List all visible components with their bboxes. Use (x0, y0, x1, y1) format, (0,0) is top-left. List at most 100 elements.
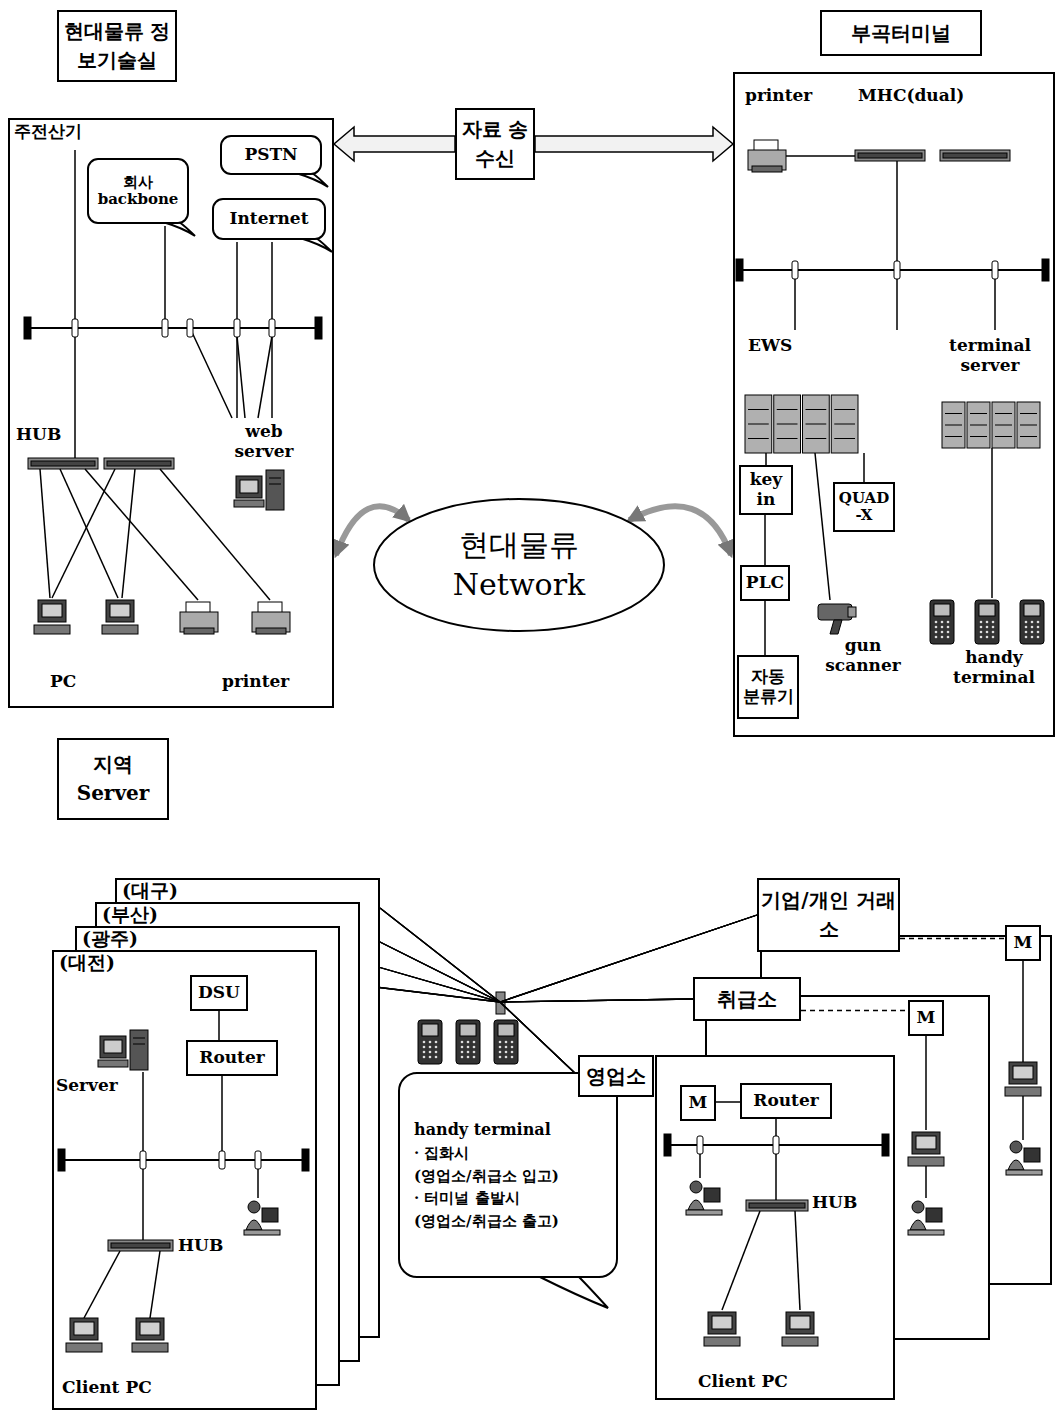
hub-icon (111, 1243, 170, 1248)
handy-terminal-icon (494, 1020, 518, 1064)
wire (1020, 436, 1037, 437)
label-text: Router (753, 1091, 818, 1111)
person-icon (1006, 1170, 1042, 1175)
label-text: MHC(dual) (858, 86, 964, 106)
person-icon (262, 1208, 278, 1222)
key-dot (511, 1056, 514, 1059)
handy-terminal-icon (934, 604, 950, 616)
callout-tail (538, 1276, 608, 1308)
region-card: (대전)ServerHUBClient PCDSURouter (52, 950, 317, 1410)
network-line (380, 908, 693, 1002)
bus-terminator (882, 1134, 889, 1156)
bus-tap (234, 319, 240, 337)
wire (777, 424, 798, 425)
wire (925, 1166, 927, 1198)
modem-box: M (908, 1000, 944, 1036)
key-dot (1037, 631, 1040, 634)
hub-icon (746, 1200, 808, 1211)
hub-icon (104, 458, 174, 469)
callout-tail (163, 222, 195, 236)
key-dot (980, 631, 983, 634)
key-dot (947, 631, 950, 634)
key-dot (935, 621, 938, 624)
bus-terminator (664, 1134, 671, 1156)
printer-icon (752, 166, 782, 172)
hub-icon (108, 1240, 173, 1251)
person-icon (244, 1230, 280, 1235)
server-icon (234, 500, 264, 507)
label-text: Client PC (698, 1372, 788, 1392)
wire (995, 425, 1012, 426)
site-card: 영업소HUBClient PCMRouter (655, 1055, 895, 1400)
wire (834, 438, 855, 439)
wire (995, 436, 1012, 437)
pc-icon (908, 1157, 944, 1166)
label-text: Internet (230, 209, 309, 229)
pc-icon (708, 1312, 736, 1334)
handy-terminal-icon (460, 1024, 476, 1036)
key-dot (499, 1041, 502, 1044)
key-dot (423, 1046, 426, 1049)
wire (748, 424, 769, 425)
key-dot (986, 636, 989, 639)
key-dot (980, 626, 983, 629)
label-text: handy terminal (938, 648, 1050, 687)
panel: printerMHC(dual)EWSterminal servergun sc… (733, 72, 1055, 737)
key-dot (980, 621, 983, 624)
connector (765, 515, 766, 565)
person-icon (908, 1230, 944, 1235)
rack-icon (745, 395, 772, 453)
person-icon (1024, 1148, 1040, 1162)
device-box: key in (739, 465, 793, 515)
wire (970, 436, 987, 437)
key-dot (473, 1056, 476, 1059)
key-dot (435, 1056, 438, 1059)
heading-box: 부곡터미널 (820, 10, 982, 56)
device-box: PLC (740, 565, 790, 601)
key-dot (941, 631, 944, 634)
key-dot (986, 626, 989, 629)
bus-tap (792, 261, 798, 279)
key-dot (505, 1051, 508, 1054)
key-dot (467, 1056, 470, 1059)
key-dot (992, 636, 995, 639)
bus-terminator (736, 259, 743, 281)
wire (62, 1159, 305, 1161)
key-dot (429, 1041, 432, 1044)
pc-icon (110, 604, 130, 617)
connector (317, 915, 757, 1002)
key-dot (461, 1041, 464, 1044)
rack-icon (942, 402, 965, 448)
wire (764, 601, 766, 655)
scanner-icon (830, 620, 842, 634)
label-text: HUB (178, 1236, 223, 1256)
key-dot (1025, 631, 1028, 634)
device-box: DSU (190, 975, 248, 1011)
key-dot (1031, 631, 1034, 634)
wire (777, 438, 798, 439)
callout-cloud: Internet (212, 198, 326, 240)
label-text: DSU (198, 983, 240, 1003)
label-text: PC (50, 672, 76, 692)
wire (945, 436, 962, 437)
key-dot (505, 1046, 508, 1049)
label-text: M (689, 1093, 708, 1113)
cloud-outline (88, 159, 188, 223)
connector (900, 938, 1005, 939)
handy-terminal-icon (975, 600, 999, 644)
handy-terminal-icon (930, 600, 954, 644)
label-text: printer (745, 86, 812, 106)
key-dot (1025, 621, 1028, 624)
modem-box: M (680, 1085, 716, 1121)
key-dot (992, 631, 995, 634)
key-dot (1025, 636, 1028, 639)
scanner-icon (848, 607, 856, 617)
wire (765, 453, 767, 465)
label-text: (영업소/취급소 입고) (414, 1165, 559, 1188)
wire (269, 484, 281, 485)
callout-tail (296, 173, 328, 187)
pc-icon (140, 1322, 160, 1335)
label-text: PSTN (244, 145, 297, 165)
callout-cloud: 회사 backbone (87, 158, 189, 224)
person-icon (912, 1201, 924, 1213)
